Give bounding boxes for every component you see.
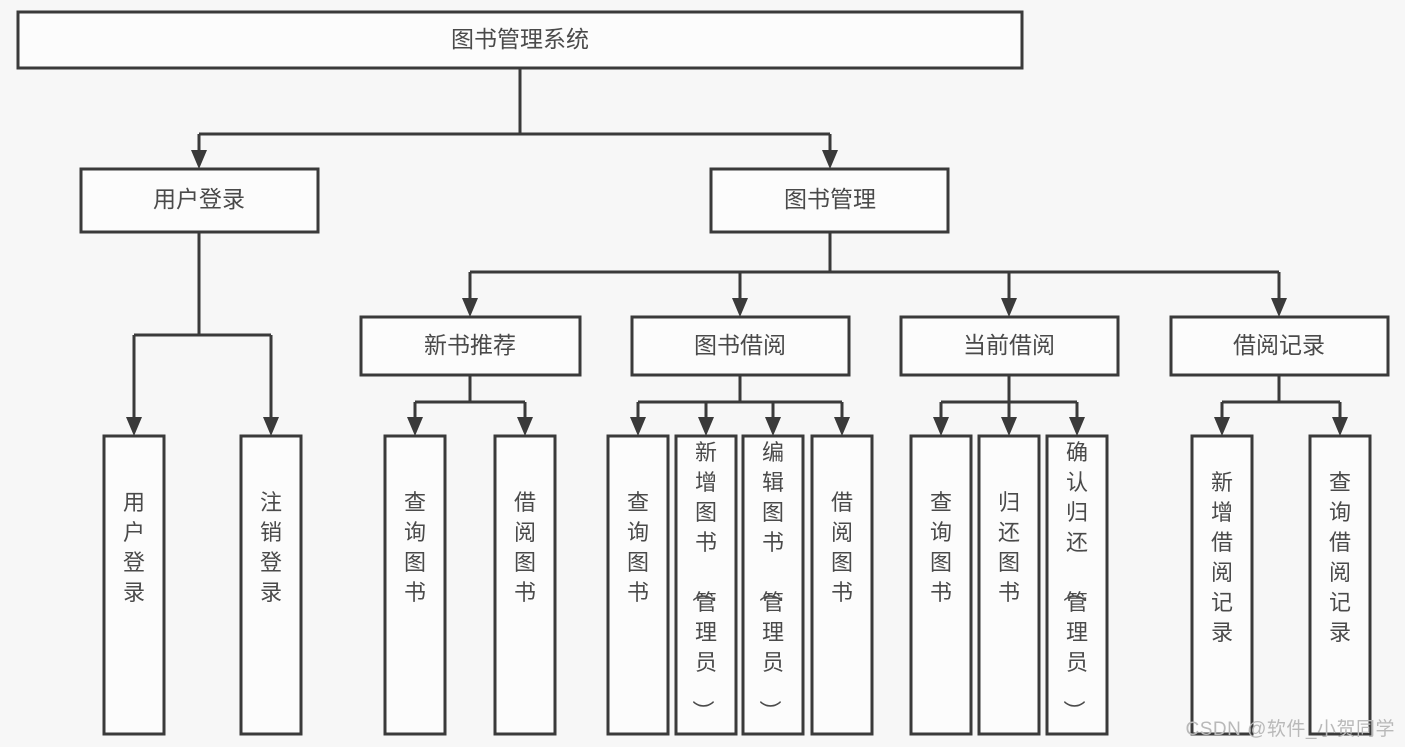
leaf-book-borrow-1[interactable]: 新增图书（管理员） xyxy=(674,434,738,736)
leaf-current-borrow-0[interactable]: 查询图书 xyxy=(909,434,973,736)
arrow-user-login-leaf-0 xyxy=(126,417,142,436)
leaf-book-borrow-0[interactable]: 查询图书 xyxy=(606,434,670,736)
leaf-borrow-record-0-label: 新增借阅记录 xyxy=(1211,470,1233,645)
leaf-book-borrow-2[interactable]: 编辑图书（管理员） xyxy=(741,434,805,736)
leaf-user-login-1-box[interactable] xyxy=(239,434,303,736)
node-user-login[interactable]: 用户登录 xyxy=(79,167,320,234)
leaf-current-borrow-1-label: 归还图书 xyxy=(998,490,1020,605)
leaf-borrow-record-0[interactable]: 新增借阅记录 xyxy=(1190,434,1254,736)
node-user-login-box[interactable] xyxy=(79,167,320,234)
leaf-current-borrow-0-label: 查询图书 xyxy=(930,490,952,605)
leaf-new-book-rec-1-box[interactable] xyxy=(493,434,557,736)
node-borrow-record[interactable]: 借阅记录 xyxy=(1169,315,1390,377)
node-new-book-recommend[interactable]: 新书推荐 xyxy=(359,315,582,377)
leaf-user-login-0-box[interactable] xyxy=(102,434,166,736)
node-new-book-recommend-box[interactable] xyxy=(359,315,582,377)
node-new-book-recommend-label: 新书推荐 xyxy=(424,332,516,358)
connector-layer xyxy=(126,68,1348,436)
arrow-root-to-book-mgmt xyxy=(822,150,838,169)
arrow-root-to-user-login xyxy=(191,150,207,169)
arrow-book-borrow-leaf-0 xyxy=(630,417,646,436)
leaf-user-login-0[interactable]: 用户登录 xyxy=(102,434,166,736)
arrow-to-current-borrow xyxy=(1001,298,1017,317)
arrow-book-borrow-leaf-1 xyxy=(698,417,714,436)
leaf-user-login-1-label: 注销登录 xyxy=(260,490,282,605)
node-book-borrow[interactable]: 图书借阅 xyxy=(630,315,851,377)
leaf-borrow-record-1-box[interactable] xyxy=(1308,434,1372,736)
arrow-to-book-borrow xyxy=(732,298,748,317)
leaf-book-borrow-3-box[interactable] xyxy=(810,434,874,736)
leaf-current-borrow-2[interactable]: 确认归还（管理员） xyxy=(1045,434,1109,736)
leaf-new-book-rec-1[interactable]: 借阅图书 xyxy=(493,434,557,736)
arrow-to-borrow-record xyxy=(1271,298,1287,317)
leaf-user-login-1[interactable]: 注销登录 xyxy=(239,434,303,736)
arrow-book-borrow-leaf-2 xyxy=(765,417,781,436)
arrow-current-borrow-leaf-1 xyxy=(1001,417,1017,436)
leaf-current-borrow-1[interactable]: 归还图书 xyxy=(977,434,1041,736)
node-root-label: 图书管理系统 xyxy=(451,26,589,52)
csdn-watermark: CSDN @软件_小贺同学 xyxy=(1185,719,1395,740)
leaf-user-login-0-label: 用户登录 xyxy=(123,490,145,605)
arrow-new-book-leaf-0 xyxy=(407,417,423,436)
leaf-current-borrow-2-box[interactable] xyxy=(1045,434,1109,736)
arrow-book-borrow-leaf-3 xyxy=(834,417,850,436)
leaf-current-borrow-2-label: 确认归还（管理员） xyxy=(1061,440,1088,722)
leaf-borrow-record-1-label: 查询借阅记录 xyxy=(1329,470,1351,645)
arrow-borrow-record-leaf-1 xyxy=(1332,417,1348,436)
node-current-borrow-label: 当前借阅 xyxy=(963,332,1055,358)
arrow-borrow-record-leaf-0 xyxy=(1214,417,1230,436)
arrow-user-login-leaf-1 xyxy=(263,417,279,436)
leaf-book-borrow-0-box[interactable] xyxy=(606,434,670,736)
arrow-current-borrow-leaf-2 xyxy=(1069,417,1085,436)
leaf-borrow-record-0-box[interactable] xyxy=(1190,434,1254,736)
node-current-borrow[interactable]: 当前借阅 xyxy=(899,315,1120,377)
leaf-book-borrow-1-label: 新增图书（管理员） xyxy=(690,440,717,722)
node-borrow-record-box[interactable] xyxy=(1169,315,1390,377)
leaf-book-borrow-0-label: 查询图书 xyxy=(627,490,649,605)
node-current-borrow-box[interactable] xyxy=(899,315,1120,377)
node-user-login-label: 用户登录 xyxy=(153,186,245,212)
leaf-current-borrow-1-box[interactable] xyxy=(977,434,1041,736)
leaf-book-borrow-1-box[interactable] xyxy=(674,434,738,736)
arrow-to-new-book-rec xyxy=(462,298,478,317)
node-borrow-record-label: 借阅记录 xyxy=(1233,332,1325,358)
node-book-borrow-label: 图书借阅 xyxy=(694,332,786,358)
leaf-borrow-record-1[interactable]: 查询借阅记录 xyxy=(1308,434,1372,736)
node-book-management-box[interactable] xyxy=(709,167,950,234)
leaf-book-borrow-2-box[interactable] xyxy=(741,434,805,736)
node-book-borrow-box[interactable] xyxy=(630,315,851,377)
leaf-book-borrow-3-label: 借阅图书 xyxy=(831,490,853,605)
node-root-box[interactable] xyxy=(16,10,1024,70)
node-root-book-management-system[interactable]: 图书管理系统 xyxy=(16,10,1024,70)
leaf-book-borrow-2-label: 编辑图书（管理员） xyxy=(757,440,784,722)
leaf-current-borrow-0-box[interactable] xyxy=(909,434,973,736)
arrow-current-borrow-leaf-0 xyxy=(933,417,949,436)
leaf-book-borrow-3[interactable]: 借阅图书 xyxy=(810,434,874,736)
leaf-new-book-rec-0-label: 查询图书 xyxy=(404,490,426,605)
arrow-new-book-leaf-1 xyxy=(517,417,533,436)
node-book-management-label: 图书管理 xyxy=(784,186,876,212)
leaf-new-book-rec-1-label: 借阅图书 xyxy=(514,490,536,605)
leaf-new-book-rec-0-box[interactable] xyxy=(383,434,447,736)
node-book-management[interactable]: 图书管理 xyxy=(709,167,950,234)
leaf-new-book-rec-0[interactable]: 查询图书 xyxy=(383,434,447,736)
